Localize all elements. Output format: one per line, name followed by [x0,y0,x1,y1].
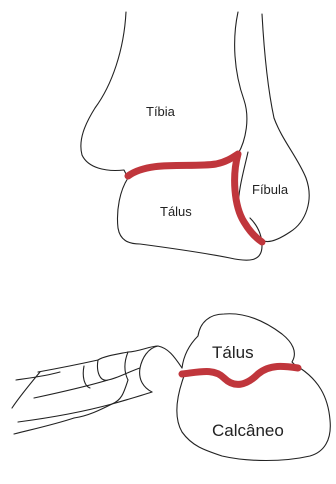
fibula-label: Fíbula [252,182,289,197]
tibia-bone [81,12,128,178]
calcaneus-label: Calcâneo [212,421,284,440]
metatarsals [12,360,112,434]
cuboid-bone [108,368,152,404]
anterior-view [81,12,309,260]
metatarsal-bases [83,360,128,404]
subtalar-joint-highlight [182,366,298,384]
tibia-bone-medial [235,12,247,154]
ankle-joint-highlight [128,154,262,242]
fibula-bone [262,14,309,242]
talus-side-label: Tálus [212,343,254,362]
tarsal-lines [74,352,128,418]
tibia-label: Tíbia [146,104,176,119]
navicular-bone [140,346,182,392]
talus-front-label: Tálus [160,204,192,219]
